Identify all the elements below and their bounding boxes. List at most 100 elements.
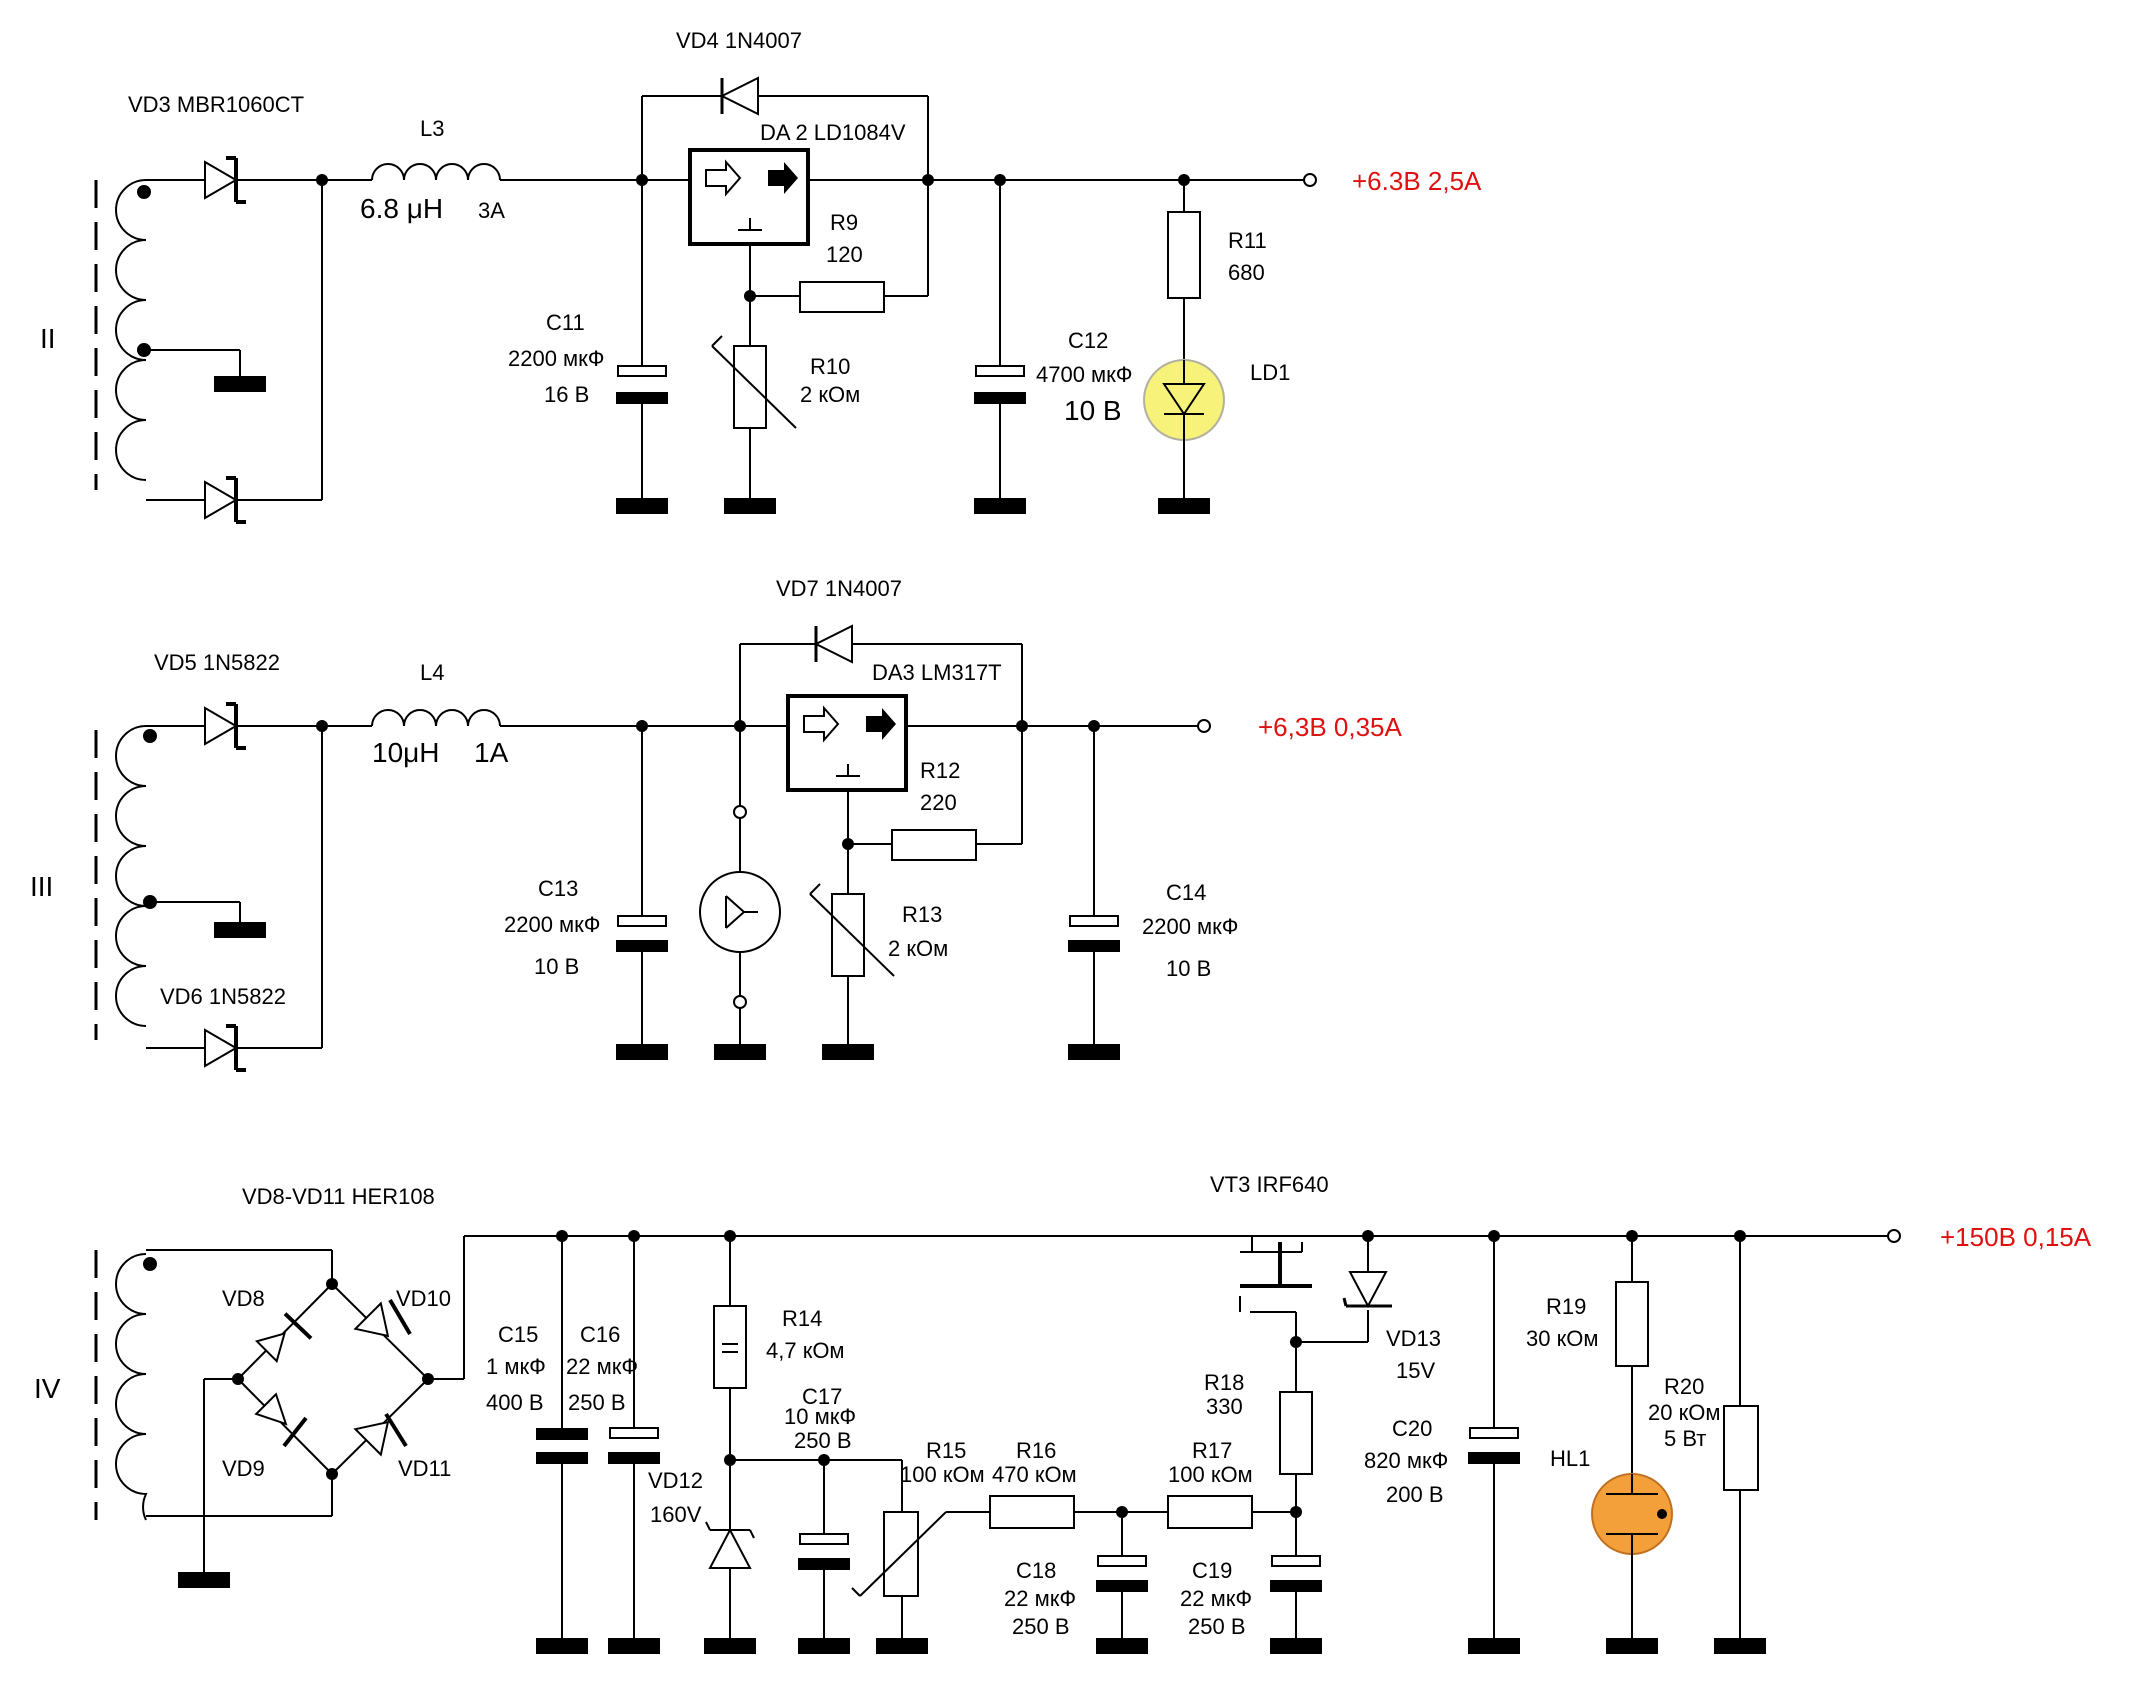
output-iv: +150В 0,15А [1940, 1222, 2092, 1252]
c18-value: 22 мкФ [1004, 1586, 1076, 1611]
vd10-diode [353, 1298, 412, 1338]
vd9-label: VD9 [222, 1456, 265, 1481]
da2-label: DA 2 LD1084V [760, 120, 906, 145]
r19-value: 30 кОм [1526, 1326, 1598, 1351]
vd5-label: VD5 1N5822 [154, 650, 280, 675]
l3-current: 3A [478, 198, 505, 223]
ground-symbol [798, 1638, 850, 1654]
l4-inductor [371, 709, 501, 727]
c16-value: 22 мкФ [566, 1354, 638, 1379]
r20-resistor [1723, 1405, 1759, 1491]
c15-capacitor [536, 1428, 588, 1440]
c17-capacitor [799, 1533, 849, 1545]
vd11-label: VD11 [398, 1456, 451, 1481]
r12-resistor [891, 829, 977, 861]
c11-value: 2200 мкФ [508, 346, 605, 371]
vd12-zener [708, 1527, 752, 1569]
ground-symbol [822, 1044, 874, 1060]
c15-value: 1 мкФ [486, 1354, 546, 1379]
bridge-label: VD8-VD11 HER108 [242, 1184, 435, 1209]
vd12-label: VD12 [648, 1468, 703, 1493]
ground-symbol [616, 498, 668, 514]
r20-value: 20 кОм [1648, 1400, 1720, 1425]
vd6-label: VD6 1N5822 [160, 984, 286, 1009]
r13-value: 2 кОм [888, 936, 948, 961]
vd4-label: VD4 1N4007 [676, 28, 802, 53]
ground-symbol [1068, 1044, 1120, 1060]
c12-capacitor [975, 365, 1025, 377]
vd4-diode [719, 76, 759, 116]
c13-capacitor [617, 915, 667, 927]
ground-symbol [616, 1044, 668, 1060]
c17-voltage: 250 В [794, 1428, 852, 1453]
r11-resistor [1167, 211, 1201, 299]
c18-label: C18 [1016, 1558, 1056, 1583]
c17-label: C17 [802, 1384, 842, 1409]
ground-symbol [536, 1638, 588, 1654]
vd5-diode [204, 706, 238, 746]
output-ii: +6.3В 2,5А [1352, 166, 1482, 196]
r17-label: R17 [1192, 1438, 1232, 1463]
c13-label: C13 [538, 876, 578, 901]
c11-capacitor [617, 365, 667, 377]
c17-value: 10 мкФ [784, 1404, 856, 1429]
r15-potentiometer [883, 1511, 919, 1597]
ground-symbol [1158, 498, 1210, 514]
section-iv: IV VD8-VD11 HER108 VD [34, 1172, 2092, 1654]
c19-capacitor [1271, 1555, 1321, 1567]
section-ii: II VD3 MBR1060CT L3 6.8 μH 3A DA 2 [40, 28, 1482, 524]
output-iii: +6,3В 0,35А [1258, 712, 1402, 742]
c18-voltage: 250 В [1012, 1614, 1070, 1639]
c19-value: 22 мкФ [1180, 1586, 1252, 1611]
winding-iii [115, 725, 147, 1027]
r14-resistor [713, 1305, 747, 1389]
ground-symbol [178, 1572, 230, 1588]
r19-label: R19 [1546, 1294, 1586, 1319]
r13-label: R13 [902, 902, 942, 927]
ground-symbol [1468, 1638, 1520, 1654]
c14-voltage: 10 В [1166, 956, 1211, 981]
r16-value: 470 кОм [992, 1462, 1077, 1487]
r18-resistor [1279, 1391, 1313, 1475]
hl1-label: HL1 [1550, 1446, 1590, 1471]
c11-voltage: 16 В [544, 382, 589, 407]
r11-label: R11 [1228, 228, 1267, 253]
ground-symbol [724, 498, 776, 514]
r9-resistor [799, 281, 885, 313]
winding-iii-label: III [30, 871, 53, 902]
ground-symbol [1606, 1638, 1658, 1654]
vd3-diode-a [204, 160, 238, 200]
c18-capacitor [1097, 1555, 1147, 1567]
c14-label: C14 [1166, 880, 1206, 905]
c13-voltage: 10 В [534, 954, 579, 979]
r11-value: 680 [1228, 260, 1265, 285]
r13-potentiometer [831, 893, 865, 977]
vd3-label: VD3 MBR1060CT [128, 92, 304, 117]
r20-label: R20 [1664, 1374, 1704, 1399]
l4-value: 10μH [372, 737, 440, 768]
vd10-label: VD10 [396, 1286, 451, 1311]
ground-symbol [1714, 1638, 1766, 1654]
c14-value: 2200 мкФ [1142, 914, 1239, 939]
da3-label: DA3 LM317T [872, 660, 1002, 685]
section-iii: III VD5 1N5822 VD6 1N5822 L4 10μH 1A C13… [30, 576, 1402, 1072]
ground-symbol [608, 1638, 660, 1654]
c14-capacitor [1069, 915, 1119, 927]
c15-label: C15 [498, 1322, 538, 1347]
c19-label: C19 [1192, 1558, 1232, 1583]
r17-value: 100 кОм [1168, 1462, 1253, 1487]
winding-ii-label: II [40, 323, 56, 354]
c16-label: C16 [580, 1322, 620, 1347]
r18-value: 330 [1206, 1394, 1243, 1419]
vd13-value: 15V [1396, 1358, 1435, 1383]
output-terminal-iv [1887, 1229, 1901, 1243]
c12-value: 4700 мкФ [1036, 362, 1133, 387]
vd12-value: 160V [650, 1502, 702, 1527]
vt3-label: VT3 IRF640 [1210, 1172, 1329, 1197]
c20-value: 820 мкФ [1364, 1448, 1448, 1473]
l3-inductor [371, 163, 501, 181]
c16-capacitor [609, 1427, 659, 1439]
vd13-zener [1348, 1271, 1388, 1309]
